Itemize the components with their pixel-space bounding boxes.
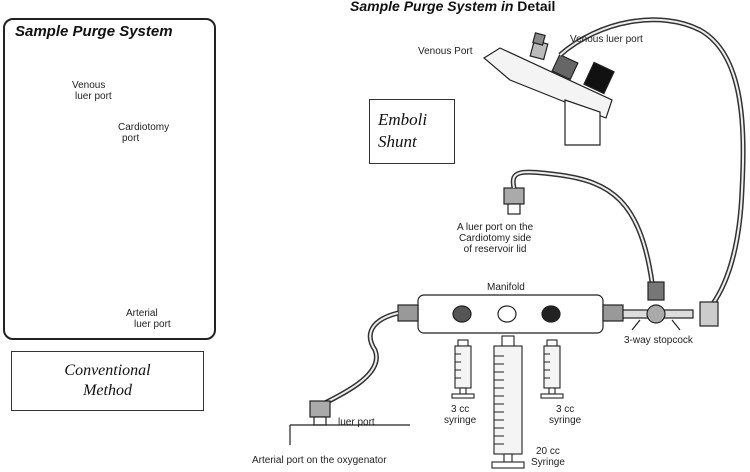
syringe-3cc-left (451, 339, 475, 399)
venous-luer-port-label-line1: Venous (72, 80, 106, 91)
right-title-detail: Detail (517, 0, 556, 14)
emboli-shunt-line1: Emboli (378, 110, 428, 129)
arterial-luer-port (289, 400, 410, 445)
venous-luer-port-label: Venous luer port (72, 80, 112, 102)
syringe-20cc-line2: Syringe (531, 457, 565, 468)
syringe-3cc-right (540, 339, 564, 399)
conventional-method-line2: Method (83, 382, 132, 399)
syringe-3cc-right-label: 3 cc syringe (549, 404, 581, 426)
arterial-luer-port-label-line1: Arterial (126, 308, 158, 319)
cardiotomy-luer-port-label: A luer port on the Cardiotomy side of re… (457, 222, 533, 255)
syringe-3cc-left-line1: 3 cc (450, 404, 470, 415)
venous-tube (558, 17, 746, 307)
manifold-label: Manifold (487, 282, 525, 293)
left-panel: Sample Purge System (3, 18, 216, 340)
cardiotomy-port-label: Cardiotomy port (118, 122, 169, 144)
luer-port-label: luer port (338, 417, 375, 428)
cardiotomy-port-label-line2: port (122, 133, 140, 144)
arterial-luer-port-label: Arterial luer port (126, 308, 171, 330)
left-panel-title: Sample Purge System (15, 23, 173, 40)
syringe-20cc-line1: 20 cc (536, 446, 560, 457)
syringe-3cc-left-line2: syringe (444, 415, 477, 426)
syringe-20cc-label: 20 cc Syringe (531, 446, 565, 468)
emboli-shunt-box: Emboli Shunt (369, 99, 455, 164)
cardiotomy-luer-line3: of reservoir lid (463, 244, 527, 255)
arterial-port-label: Arterial port on the oxygenator (252, 455, 387, 466)
right-title-italic: Sample Purge System in (350, 0, 514, 14)
stopcock-label: 3-way stopcock (624, 335, 693, 346)
venous-port-label: Venous Port (418, 46, 473, 57)
syringe-3cc-right-line1: 3 cc (555, 404, 575, 415)
syringe-3cc-right-line2: syringe (549, 415, 582, 426)
conventional-method-line1: Conventional (64, 362, 151, 379)
syringe-3cc-left-label: 3 cc syringe (444, 404, 476, 426)
conventional-method-box: Conventional Method (11, 351, 204, 411)
venous-luer-port-detail-label: Venous luer port (570, 34, 643, 45)
device-brand-label: SYNTHESIS (66, 289, 105, 295)
arterial-luer-port-label-line2: luer port (134, 319, 171, 330)
emboli-shunt-line2: Shunt (378, 132, 417, 151)
venous-port-assembly (482, 32, 615, 146)
cardiotomy-luer-line2: Cardiotomy side (458, 233, 532, 244)
venous-luer-port-label-line2: luer port (75, 91, 112, 102)
manifold (397, 281, 719, 334)
cardiotomy-luer-line1: A luer port on the (457, 222, 534, 233)
arterial-tube (323, 310, 399, 406)
syringe-20cc (491, 335, 525, 469)
cardiotomy-luer-port (503, 169, 655, 283)
right-panel-title: Sample Purge System in Detail (350, 0, 555, 14)
cardiotomy-port-label-line1: Cardiotomy (118, 122, 170, 133)
